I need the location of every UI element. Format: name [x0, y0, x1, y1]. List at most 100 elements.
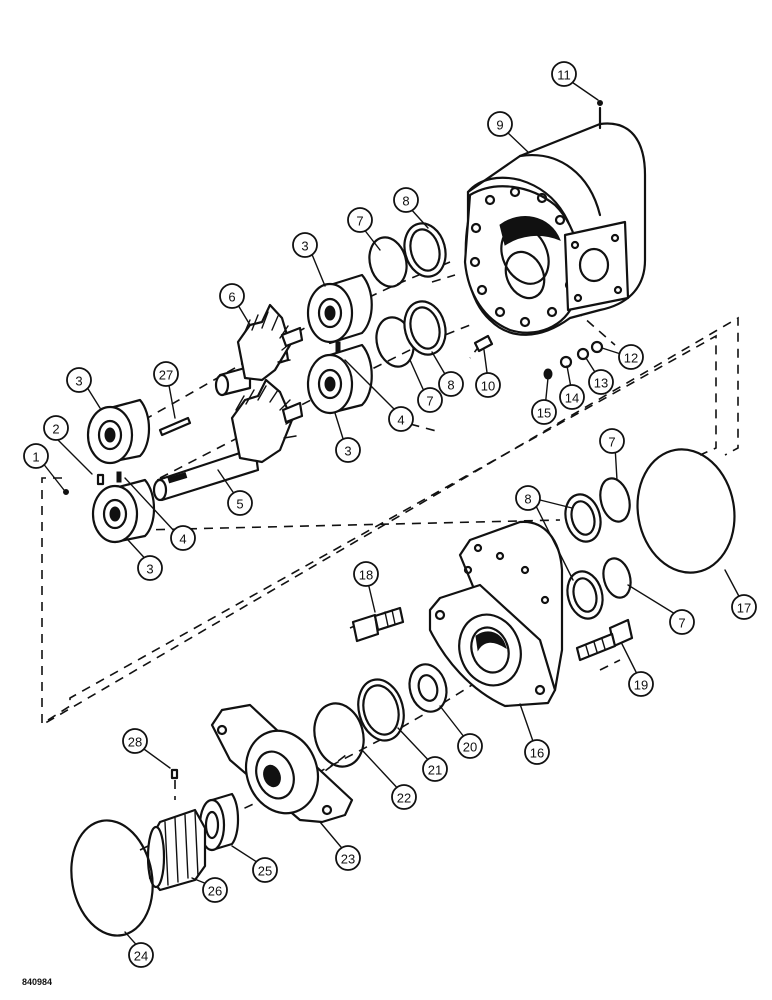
- callout-circle: [335, 437, 361, 463]
- callout-8: 8: [393, 187, 419, 213]
- callout-9: 9: [487, 111, 513, 137]
- callout-circle: [347, 207, 373, 233]
- callout-number: 21: [428, 763, 442, 778]
- large-o-ring: [636, 448, 736, 574]
- callout-3: 3: [137, 555, 163, 581]
- callout-number: 28: [128, 735, 142, 750]
- callout-number: 22: [397, 791, 411, 806]
- drive-gear-shaft: [152, 378, 304, 502]
- callout-number: 17: [737, 601, 751, 616]
- callout-circle: [391, 784, 417, 810]
- callout-circle: [219, 283, 245, 309]
- callout-27: 27: [153, 361, 179, 387]
- callout-19: 19: [628, 671, 654, 697]
- callout-4: 4: [388, 406, 414, 432]
- callout-circle: [487, 111, 513, 137]
- callout-circle: [551, 61, 577, 87]
- callout-circle: [475, 372, 501, 398]
- callout-circle: [292, 232, 318, 258]
- callout-number: 25: [258, 864, 272, 879]
- callout-circle: [353, 561, 379, 587]
- callout-number: 3: [301, 239, 308, 254]
- callout-15: 15: [531, 399, 557, 425]
- callout-number: 13: [594, 376, 608, 391]
- right-o-ring-upper: [599, 477, 631, 523]
- callout-number: 16: [530, 746, 544, 761]
- callout-circle: [388, 406, 414, 432]
- callout-circle: [153, 361, 179, 387]
- callout-20: 20: [457, 733, 483, 759]
- callout-number: 20: [463, 740, 477, 755]
- callout-number: 3: [75, 374, 82, 389]
- callout-circle: [628, 671, 654, 697]
- shaft-seal: [408, 663, 448, 713]
- coupling-o-ring: [70, 819, 154, 937]
- callout-circle: [731, 594, 757, 620]
- callout-circle: [524, 739, 550, 765]
- callout-number: 8: [524, 492, 531, 507]
- callout-11: 11: [551, 61, 577, 87]
- callout-3: 3: [335, 437, 361, 463]
- callout-circle: [515, 485, 541, 511]
- callout-number: 2: [52, 422, 59, 437]
- callout-circle: [122, 728, 148, 754]
- callout-circle: [599, 428, 625, 454]
- callout-2: 2: [43, 415, 69, 441]
- callout-circle: [393, 187, 419, 213]
- callout-circle: [170, 525, 196, 551]
- callout-26: 26: [202, 877, 228, 903]
- callout-circle: [422, 756, 448, 782]
- callout-4: 4: [170, 525, 196, 551]
- bushing-upper-left: [86, 398, 150, 465]
- upper-backup-ring: [403, 222, 447, 278]
- callout-14: 14: [559, 384, 585, 410]
- callout-circle: [417, 387, 443, 413]
- callout-number: 12: [624, 351, 638, 366]
- callout-17: 17: [731, 594, 757, 620]
- callout-number: 11: [557, 68, 571, 83]
- callout-circle: [559, 384, 585, 410]
- callout-number: 7: [678, 616, 685, 631]
- callout-7: 7: [417, 387, 443, 413]
- right-backup-ring-lower: [566, 570, 604, 620]
- bushing-lower-left: [91, 471, 155, 544]
- callout-circle: [66, 367, 92, 393]
- callout-13: 13: [588, 369, 614, 395]
- callout-labels: 1233334456777788891011121314151617181920…: [23, 61, 757, 968]
- callout-number: 23: [341, 852, 355, 867]
- small-pins: [63, 473, 105, 495]
- callout-circle: [227, 490, 253, 516]
- key: [158, 416, 192, 437]
- figure-number: 840984: [22, 977, 52, 987]
- cap-screw-right: [575, 618, 634, 662]
- callout-circle: [128, 942, 154, 968]
- callout-number: 24: [134, 949, 148, 964]
- callout-number: 5: [236, 497, 243, 512]
- callout-circle: [618, 344, 644, 370]
- callout-circle: [531, 399, 557, 425]
- callout-circle: [588, 369, 614, 395]
- callout-number: 10: [481, 379, 495, 394]
- callout-number: 14: [565, 391, 579, 406]
- callout-7: 7: [347, 207, 373, 233]
- callout-number: 3: [146, 562, 153, 577]
- callout-circle: [137, 555, 163, 581]
- callout-16: 16: [524, 739, 550, 765]
- cap-screw-left: [351, 606, 405, 643]
- callout-circle: [457, 733, 483, 759]
- callout-3: 3: [66, 367, 92, 393]
- callout-22: 22: [391, 784, 417, 810]
- callout-12: 12: [618, 344, 644, 370]
- callout-circle: [335, 845, 361, 871]
- callout-circle: [252, 857, 278, 883]
- callout-number: 4: [179, 532, 186, 547]
- spline-coupling: [146, 808, 207, 892]
- callout-number: 19: [634, 678, 648, 693]
- pump-housing: [463, 100, 647, 336]
- seal-o-ring: [313, 702, 365, 768]
- right-backup-ring-upper: [564, 493, 602, 543]
- callout-number: 8: [402, 194, 409, 209]
- callout-6: 6: [219, 283, 245, 309]
- callout-25: 25: [252, 857, 278, 883]
- callout-number: 26: [208, 884, 222, 899]
